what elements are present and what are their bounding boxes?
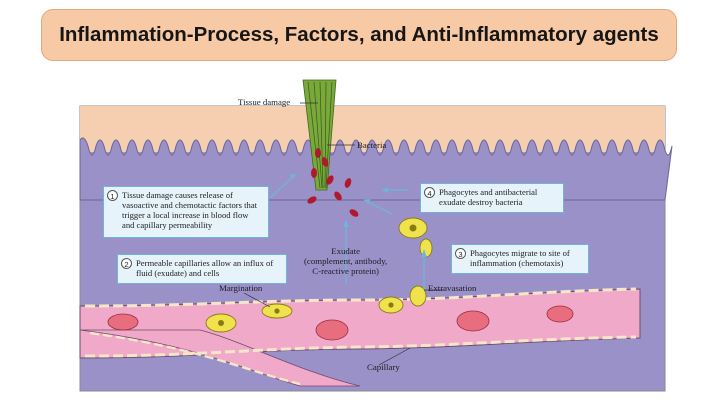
arrows [269,173,425,290]
label-margination: Margination [219,283,263,293]
step-number-badge: 2 [121,258,132,269]
arrow [269,173,297,199]
label-exudate-line: C-reactive protein) [312,266,379,276]
bacterium [307,196,317,204]
step-number-badge: 4 [424,187,435,198]
red-blood-cell [456,310,490,332]
capillary-branch [79,329,361,387]
label-exudate: Exudate (complement, antibody, C-reactiv… [304,246,387,276]
step-text: Phagocytes migrate to site of inflammati… [470,248,570,268]
label-capillary: Capillary [367,362,400,372]
step-text: Permeable capillaries allow an influx of… [136,258,274,278]
bacterium [311,168,317,178]
bacterium [344,178,352,188]
red-blood-cell [546,305,574,323]
phagocyte [409,285,427,307]
label-extravasation: Extravasation [428,283,477,293]
step-number-badge: 3 [455,248,466,259]
title-banner: Inflammation-Process, Factors, and Anti-… [41,9,677,61]
diagram-title: Inflammation-Process, Factors, and Anti-… [59,23,659,46]
callout-step-4: 4 Phagocytes and antibacterial exudate d… [420,183,564,213]
bacteria-group [307,148,359,217]
bacterium [334,191,342,201]
red-blood-cell [315,319,349,341]
callout-step-1: 1 Tissue damage causes release of vasoac… [103,186,269,238]
red-blood-cell [107,313,139,331]
label-tissue-damage: Tissue damage [238,97,291,107]
step-text: Phagocytes and antibacterial exudate des… [439,187,538,207]
step-number-badge: 1 [107,190,118,201]
label-bacteria: Bacteria [357,140,387,150]
bacterium [321,157,329,167]
red-blood-cells [107,305,574,341]
phagocyte [419,238,433,258]
label-exudate-line: Exudate [331,246,361,256]
callout-step-3: 3 Phagocytes migrate to site of inflamma… [451,244,589,274]
step-text: Tissue damage causes release of vasoacti… [122,190,258,230]
callout-step-2: 2 Permeable capillaries allow an influx … [117,254,287,284]
bacterium [349,209,359,217]
bacterium [326,175,334,185]
label-exudate-line: (complement, antibody, [304,256,388,266]
bacterium [315,148,321,158]
